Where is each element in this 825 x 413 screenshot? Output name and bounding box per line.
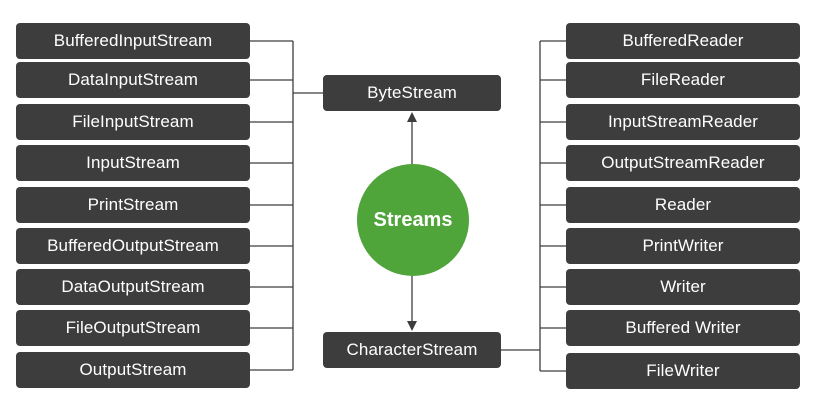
character-class-box: BufferedReader — [566, 23, 800, 59]
byte-class-box: DataOutputStream — [16, 269, 250, 305]
character-class-box: InputStreamReader — [566, 104, 800, 140]
byte-class-box: PrintStream — [16, 187, 250, 223]
character-class-box: FileWriter — [566, 353, 800, 389]
character-class-box: PrintWriter — [566, 228, 800, 264]
byte-class-box: InputStream — [16, 145, 250, 181]
character-class-box: OutputStreamReader — [566, 145, 800, 181]
arrow-up-head — [407, 112, 417, 122]
character-class-box: FileReader — [566, 62, 800, 98]
bytestream-box: ByteStream — [323, 75, 501, 111]
byte-class-box: BufferedInputStream — [16, 23, 250, 59]
byte-class-box: FileInputStream — [16, 104, 250, 140]
character-class-box: Writer — [566, 269, 800, 305]
byte-class-box: DataInputStream — [16, 62, 250, 98]
byte-class-box: BufferedOutputStream — [16, 228, 250, 264]
character-class-box: Reader — [566, 187, 800, 223]
byte-class-box: OutputStream — [16, 352, 250, 388]
byte-class-box: FileOutputStream — [16, 310, 250, 346]
streams-hub: Streams — [357, 164, 469, 276]
arrow-down-head — [407, 321, 417, 331]
character-class-box: Buffered Writer — [566, 310, 800, 346]
characterstream-box: CharacterStream — [323, 332, 501, 368]
